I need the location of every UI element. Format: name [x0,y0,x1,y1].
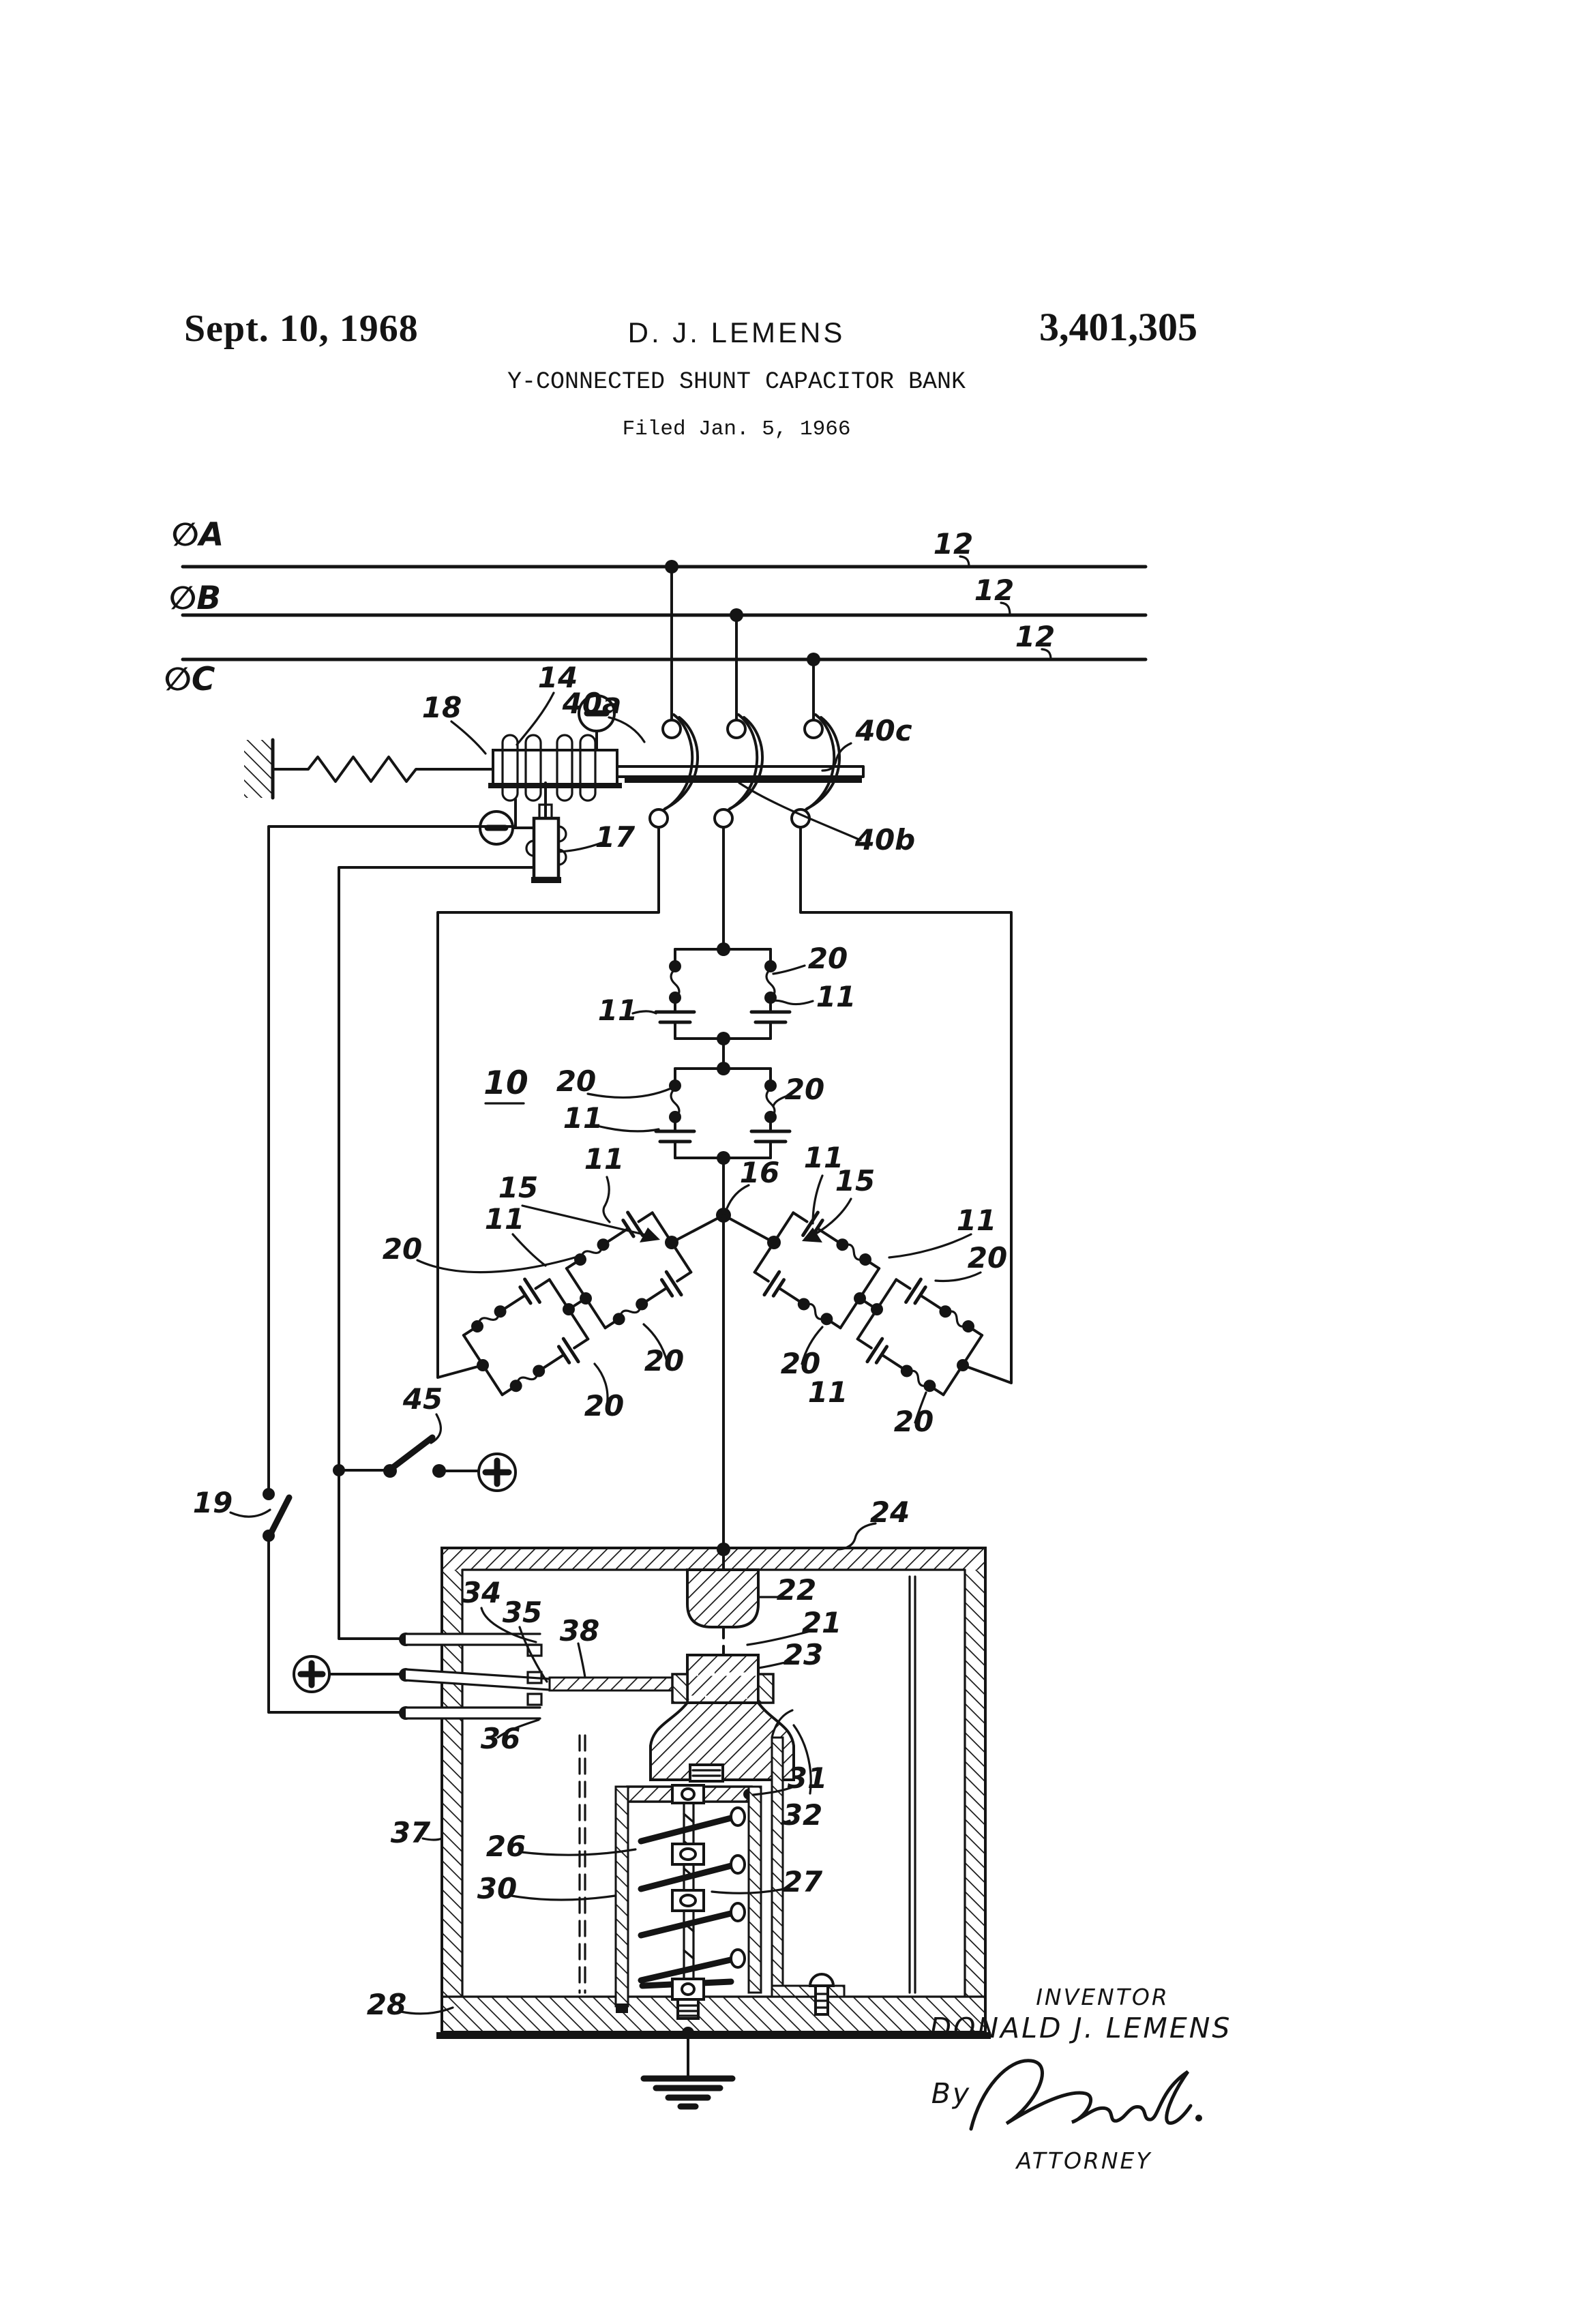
ref-label-16: 16 [740,1156,779,1189]
ref-label-28: 28 [367,1988,406,2021]
phase-lines [181,555,1148,721]
ref-label-20: 20 [781,1347,820,1380]
anchor-wall [244,740,271,798]
operating-rod [616,765,865,783]
ref-label-11: 11 [485,1202,524,1236]
label-leaders [229,691,982,2015]
ref-label-26: 26 [486,1830,526,1863]
ref-label-∅A: ∅A [172,516,224,554]
outer-cup-32 [771,1736,784,1988]
capacitor-chain-right [747,1202,989,1406]
test-wiring [263,798,535,1714]
ref-label-11: 11 [804,1141,844,1174]
ref-label-20: 20 [584,1389,624,1422]
ref-label-20: 20 [785,1073,824,1106]
switch-19 [263,1488,293,1542]
attorney-caption: ATTORNEY [1015,2147,1152,2174]
ref-label-20: 20 [556,1064,596,1098]
ref-label-12: 12 [1015,620,1055,653]
ref-label-12: 12 [934,527,973,561]
mounting-bolt [808,1973,835,1987]
switch-45 [383,1434,479,1478]
attorney-signature [969,2059,1193,2131]
operating-solenoid [488,734,622,802]
ref-label-32: 32 [783,1798,822,1832]
grounding-switch-container [399,1543,991,2039]
capacitor-unit-second [654,1062,792,1165]
disconnect-switch [244,694,865,883]
ref-label-23: 23 [783,1638,823,1671]
ref-label-27: 27 [783,1865,823,1898]
container-floor [442,1997,985,2032]
plus-terminal-left [293,1655,400,1693]
ground-symbol [640,2027,736,2110]
ref-label-38: 38 [560,1614,599,1648]
ref-label-11: 11 [584,1142,624,1176]
contact-40b [713,713,764,829]
ref-label-17: 17 [595,820,636,854]
vent-tube [908,1575,916,1994]
ref-label-20: 20 [808,942,848,975]
filing-date: Filed Jan. 5, 1966 [622,417,851,441]
patent-title: Y-CONNECTED SHUNT CAPACITOR BANK [507,368,966,396]
movable-rod-38 [548,1676,675,1692]
vacuum-bottle [649,1654,812,1795]
ref-label-20: 20 [644,1344,684,1377]
ref-label-36: 36 [481,1722,520,1755]
ref-label-40a: 40a [562,687,622,720]
capacitor-unit-top [654,942,792,1070]
ref-label-20: 20 [894,1405,934,1438]
ref-label-24: 24 [870,1495,910,1529]
return-spring [271,756,494,783]
ref-label-10: 10 [483,1064,528,1102]
ref-label-45: 45 [402,1382,443,1416]
ref-label-18: 18 [422,691,462,724]
hidden-line [578,1734,586,1994]
ref-label-11: 11 [816,980,856,1013]
ref-label-∅C: ∅C [164,661,215,698]
inventor-name: DONALD J. LEMENS [930,2012,1232,2044]
ref-label-37: 37 [391,1816,431,1849]
ref-label-19: 19 [193,1486,233,1519]
ref-label-31: 31 [788,1761,827,1795]
ref-label-15: 15 [498,1171,538,1204]
ref-label-11: 11 [598,994,638,1027]
ref-label-15: 15 [835,1164,875,1197]
plus-terminal-right [477,1452,517,1492]
ref-label-20: 20 [383,1232,422,1266]
minus-terminal-top [578,694,616,751]
auxiliary-switch-17 [525,781,567,883]
ref-label-11: 11 [957,1204,996,1237]
terminal-rods [399,1633,675,1720]
ref-label-12: 12 [974,573,1014,607]
ref-label-14: 14 [538,661,578,694]
contact-40c [790,713,841,829]
ref-label-40c: 40c [854,714,912,747]
by-label: By [931,2077,971,2110]
contact-40a [648,713,699,829]
ref-label-21: 21 [802,1606,841,1639]
ref-label-20: 20 [968,1241,1007,1275]
contact-rod-30 [671,1784,705,2020]
ref-label-35: 35 [503,1596,542,1629]
ref-label-40b: 40b [854,823,916,856]
inventor-caption: INVENTOR [1036,1984,1169,2010]
patent-number: 3,401,305 [1039,305,1197,349]
ref-label-34: 34 [462,1576,501,1609]
ref-label-22: 22 [777,1573,816,1607]
capacitor-chain-left [456,1202,698,1406]
signature-block: INVENTOR DONALD J. LEMENS By ATTORNEY [930,1984,1232,2174]
bushing-22 [686,1568,760,1628]
bank-wiring [436,826,1013,1551]
bottle-shoulder [792,1724,812,1795]
ref-label-30: 30 [477,1872,517,1905]
patent-date: Sept. 10, 1968 [184,308,419,350]
patent-author: D. J. LEMENS [627,316,846,348]
ref-label-11: 11 [808,1375,848,1409]
ref-label-11: 11 [563,1101,603,1135]
ref-label-∅B: ∅B [169,580,221,617]
